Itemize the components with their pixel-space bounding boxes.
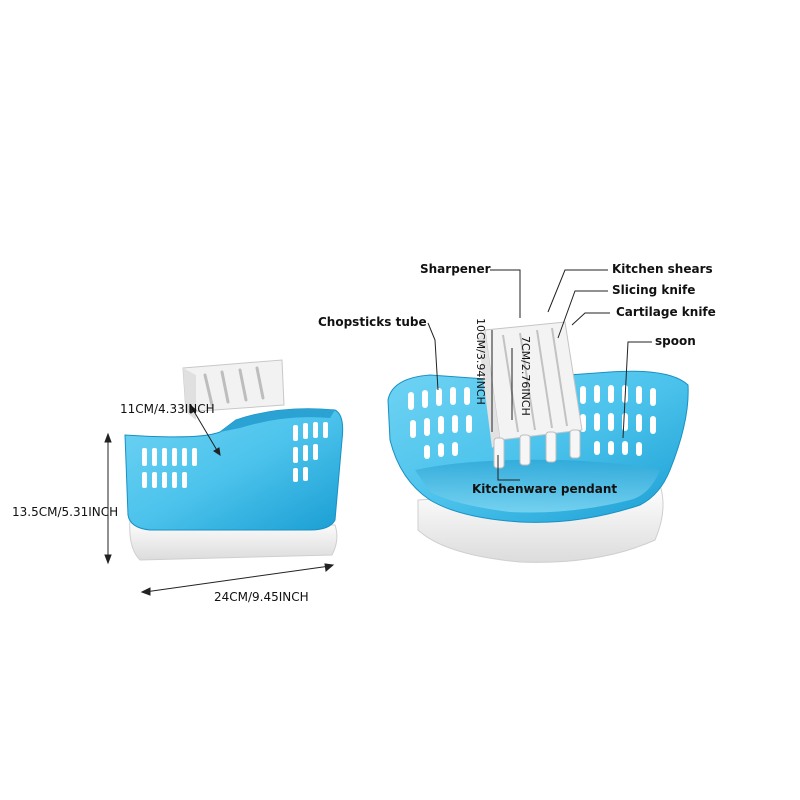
right-right-basket-slots [580, 385, 656, 456]
right-compartment-slots [293, 422, 328, 482]
slot-inner-dimension-label: 7CM/2.76INCH [519, 336, 532, 416]
sharpener-label: Sharpener [420, 262, 491, 276]
kitchenware-pendant-pegs [493, 429, 581, 469]
left-blue-body [124, 408, 344, 531]
right-product [387, 269, 689, 563]
slicing-knife-label: Slicing knife [612, 283, 696, 297]
height-dimension-label: 13.5CM/5.31INCH [12, 505, 119, 519]
left-dimension-lines [104, 403, 335, 596]
left-compartment-slots [142, 448, 197, 488]
left-product [104, 359, 344, 596]
spoon-label: spoon [655, 334, 696, 348]
left-knife-block [182, 359, 285, 420]
right-leader-lines [427, 269, 652, 481]
chopsticks-tube-label: Chopsticks tube [318, 315, 427, 329]
width-dimension-label: 24CM/9.45INCH [214, 590, 309, 604]
cartilage-knife-label: Cartilage knife [616, 305, 716, 319]
kitchen-shears-label: Kitchen shears [612, 262, 713, 276]
right-knife-block [478, 321, 583, 469]
right-left-basket-slots [408, 387, 472, 459]
slot-depth-dimension-label: 10CM/3.94INCH [474, 318, 487, 405]
kitchenware-pendant-label: Kitchenware pendant [472, 482, 618, 496]
knife-block-dimension-label: 11CM/4.33INCH [120, 402, 215, 416]
